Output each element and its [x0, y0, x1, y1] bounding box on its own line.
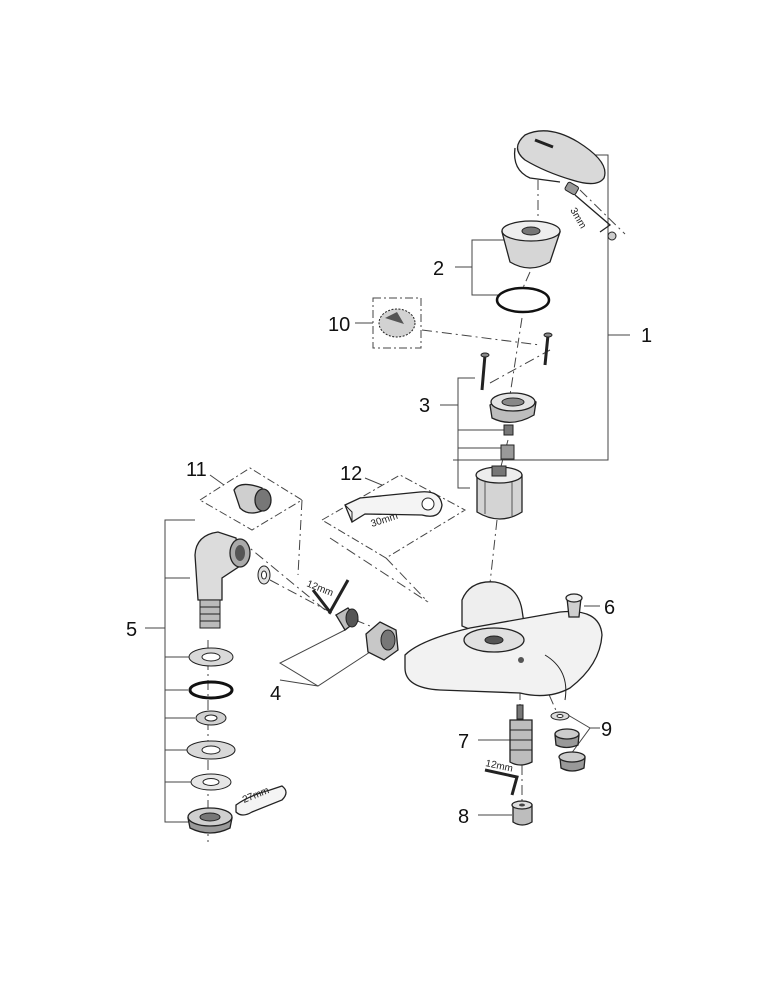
part-7-diverter [509, 704, 533, 766]
callout-9: 9 [601, 719, 612, 741]
part-4-union-nut [365, 621, 399, 661]
part-3-screws [480, 332, 553, 391]
part-3-spindle [500, 424, 515, 460]
part-5-o-ring [188, 680, 234, 700]
part-5-washer-4 [190, 773, 232, 791]
part-5-washer-2 [195, 710, 227, 726]
callout-3: 3 [419, 395, 430, 417]
part-4-connector [335, 607, 359, 631]
callout-4: 4 [270, 683, 281, 705]
part-4-allen-key [311, 579, 350, 615]
part-5-small-washer [257, 565, 271, 585]
callout-6: 6 [604, 597, 615, 619]
allen-key-3-label: 3mm [567, 206, 588, 231]
callout-11: 11 [186, 459, 207, 481]
callout-10: 10 [328, 314, 350, 336]
callout-7: 7 [458, 731, 469, 753]
part-9-aerator-1 [554, 728, 580, 749]
part-10-box [372, 297, 422, 349]
part-9-aerator-2 [558, 751, 586, 772]
part-2-o-ring [495, 286, 551, 314]
callout-5: 5 [126, 619, 137, 641]
part-10-reset-cap [378, 308, 416, 338]
callout-1: 1 [641, 325, 652, 347]
part-11-adapter [233, 483, 272, 514]
part-2-cover-cap [501, 220, 561, 269]
part-5-elbow [194, 531, 251, 629]
part-9-washer [550, 711, 570, 721]
part-5-flange-nut [187, 807, 233, 834]
part-5-washer-1 [188, 647, 234, 667]
part-1-lever-handle [513, 130, 606, 185]
callout-2: 2 [433, 258, 444, 280]
callout-12: 12 [340, 463, 362, 485]
part-3-cartridge [475, 465, 523, 520]
part-12-wrench [344, 491, 443, 523]
part-3-ring-nut [489, 392, 537, 423]
part-5-wrench-27 [235, 785, 287, 816]
leader-lines [145, 154, 630, 823]
allen-key-12-left-label: 12mm [305, 579, 335, 600]
part-11-box [199, 467, 303, 531]
part-5-washer-3 [186, 740, 236, 760]
part-1-allen-key [574, 189, 626, 241]
part-1-grub-screw [564, 181, 579, 196]
callout-8: 8 [458, 806, 469, 828]
part-12-box [321, 474, 467, 559]
part-6-plug [565, 593, 583, 618]
mixer-body [404, 581, 603, 701]
part-7-allen-key [484, 768, 519, 796]
part-8-insert [511, 800, 533, 826]
